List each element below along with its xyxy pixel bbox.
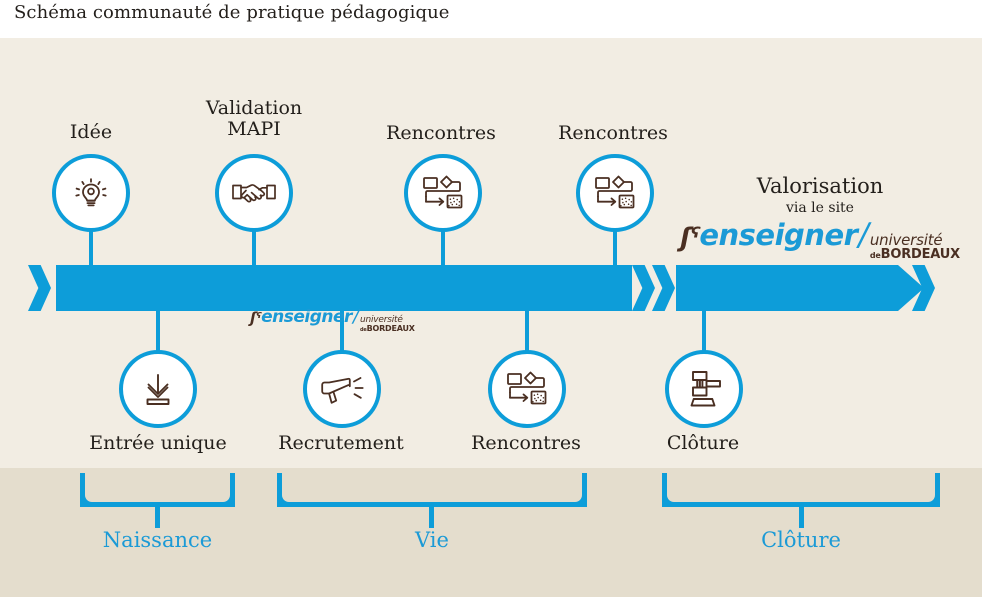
node-rencontres-1[interactable]: [404, 154, 482, 232]
stem-rencontres-2: [613, 228, 617, 268]
logo-universite-text: université: [360, 315, 403, 325]
logo-quote-mark: ʃˤ: [680, 223, 700, 254]
logo-slash: /: [858, 217, 869, 254]
node-rencontres-2[interactable]: [576, 154, 654, 232]
phase-bracket-naissance: [80, 473, 235, 528]
bracket-bar: [80, 502, 235, 507]
workflow-icon: [419, 171, 467, 215]
node-label-validation-line2: MAPI: [227, 118, 281, 141]
valorisation-subtitle: via le site: [786, 200, 854, 217]
logo-slash: /: [352, 306, 359, 327]
stem-rencontres-3: [525, 308, 529, 352]
bracket-tick: [429, 506, 434, 528]
stem-validation: [252, 228, 256, 268]
node-label-validation-mapi: Validation MAPI: [194, 97, 314, 141]
bracket-corner-left: [277, 489, 295, 507]
page-title: Schéma communauté de pratique pédagogiqu…: [14, 2, 450, 23]
logo-universite-bordeaux: université deBORDEAUX: [869, 231, 960, 262]
phase-bracket-cloture: [662, 473, 940, 528]
node-label-cloture: Clôture: [666, 432, 740, 454]
bracket-corner-left: [662, 489, 680, 507]
valorisation-title: Valorisation: [756, 174, 884, 198]
workflow-icon: [503, 367, 551, 411]
stem-idee: [89, 228, 93, 268]
node-validation-mapi[interactable]: [215, 154, 293, 232]
arrow-mid-chevron-2: [652, 265, 675, 311]
valorisation-block: Valorisation via le site ʃˤ enseigner / …: [680, 174, 960, 262]
node-entree-unique[interactable]: [119, 350, 197, 428]
bracket-bar: [277, 502, 587, 507]
timeline-arrow-bar: [0, 265, 982, 311]
stem-recrutement: [340, 308, 344, 352]
logo-universite-text: université: [869, 231, 943, 250]
logo-bordeaux-text: BORDEAUX: [366, 324, 415, 333]
bracket-corner-right: [217, 489, 235, 507]
arrow-segment-right: [676, 265, 898, 311]
logo-bordeaux-line: deBORDEAUX: [360, 325, 415, 333]
enseigner-logo-small[interactable]: ʃˤ enseigner / université deBORDEAUX: [250, 308, 415, 333]
megaphone-icon: [318, 367, 366, 411]
bracket-corner-left: [80, 489, 98, 507]
phase-bracket-vie: [277, 473, 587, 528]
bracket-tick: [799, 506, 804, 528]
stem-cloture: [702, 308, 706, 352]
node-label-recrutement: Recrutement: [278, 432, 404, 454]
download-icon: [135, 366, 181, 412]
handshake-icon: [229, 170, 279, 216]
bracket-bar: [662, 502, 940, 507]
node-label-idee: Idée: [69, 121, 113, 143]
phase-label-cloture: Clôture: [761, 528, 841, 552]
bracket-corner-right: [922, 489, 940, 507]
stem-rencontres-1: [441, 228, 445, 268]
arrow-mid-chevron-1: [632, 265, 655, 311]
node-cloture[interactable]: [665, 350, 743, 428]
arrow-segment-left: [56, 265, 632, 311]
node-rencontres-3[interactable]: [488, 350, 566, 428]
node-label-validation-line1: Validation: [205, 97, 303, 119]
logo-de-text: de: [360, 327, 367, 333]
background-band-bottom: [0, 468, 982, 597]
logo-universite-bordeaux: université deBORDEAUX: [360, 316, 415, 333]
lightbulb-icon: [68, 170, 114, 216]
node-label-rencontres-1: Rencontres: [386, 122, 496, 144]
phase-label-vie: Vie: [415, 528, 449, 552]
logo-quote-mark: ʃˤ: [250, 309, 262, 327]
bracket-tick: [155, 506, 160, 528]
bracket-corner-right: [569, 489, 587, 507]
logo-de-text: de: [869, 251, 881, 261]
arrow-start-chevron-1: [28, 265, 51, 311]
node-recrutement[interactable]: [303, 350, 381, 428]
logo-enseigner-text: enseigner: [261, 307, 352, 327]
workflow-icon: [591, 171, 639, 215]
logo-bordeaux-text: BORDEAUX: [880, 247, 960, 263]
gavel-icon: [681, 367, 727, 411]
phase-label-naissance: Naissance: [102, 528, 213, 552]
logo-enseigner-text: enseigner: [699, 218, 858, 253]
arrow-end-chevron: [912, 265, 935, 311]
enseigner-logo[interactable]: ʃˤ enseigner / université deBORDEAUX: [680, 217, 960, 262]
stem-entree-unique: [156, 308, 160, 352]
node-label-rencontres-3: Rencontres: [471, 432, 581, 454]
node-idee[interactable]: [52, 154, 130, 232]
node-label-entree-unique: Entrée unique: [89, 432, 227, 454]
node-label-rencontres-2: Rencontres: [558, 122, 668, 144]
logo-bordeaux-line: deBORDEAUX: [870, 248, 960, 261]
